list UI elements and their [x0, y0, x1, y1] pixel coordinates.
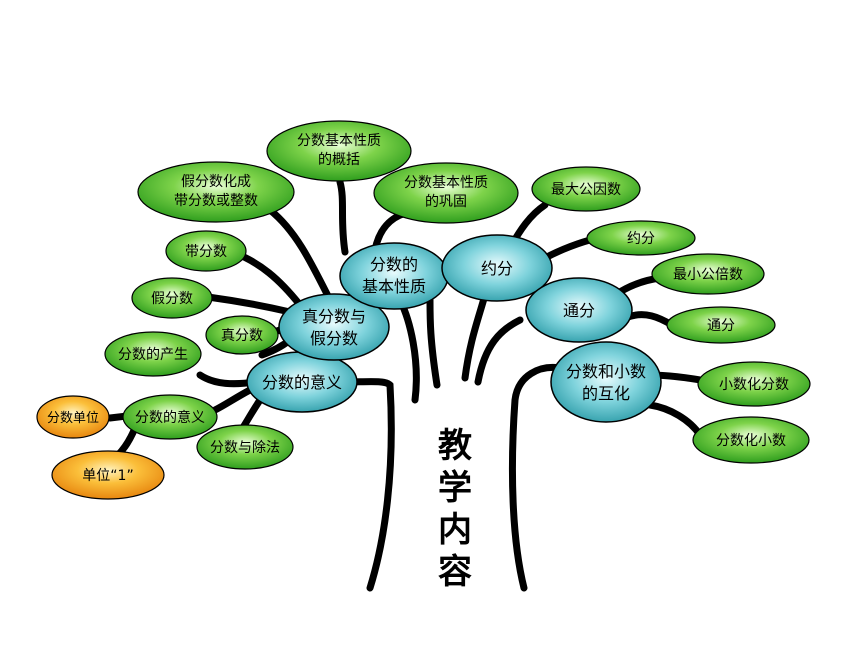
label-meaning-sub: 分数的意义 [135, 409, 205, 426]
leaf-frac-to-dec [692, 416, 810, 464]
label-meaning: 分数的意义 [262, 373, 342, 392]
label-property-consolidate-1: 分数基本性质 [404, 174, 488, 191]
label-improper: 假分数 [151, 291, 193, 307]
label-division: 分数与除法 [210, 440, 280, 456]
leaf-improper [131, 277, 213, 319]
leaf-unit-one [51, 450, 165, 500]
label-basic-property-2: 基本性质 [362, 277, 426, 296]
label-fraction-decimal-1: 分数和小数 [566, 362, 646, 381]
leaf-gcd [531, 166, 641, 212]
leaf-mixed [165, 230, 247, 272]
leaf-reduce [586, 220, 696, 256]
label-frac-to-dec: 分数化小数 [716, 433, 786, 449]
leaf-origin [104, 331, 202, 377]
label-dec-to-frac: 小数化分数 [719, 377, 789, 393]
leaf-dec-to-frac [697, 361, 811, 407]
label-common-leaf: 通分 [707, 318, 735, 334]
label-property-consolidate-2: 的巩固 [425, 194, 467, 210]
label-lcm: 最小公倍数 [673, 267, 743, 283]
label-property-summary-2: 的概括 [318, 152, 360, 168]
label-reduce-leaf: 约分 [627, 231, 655, 247]
label-basic-property-1: 分数的 [370, 255, 418, 274]
leaf-nodes [104, 120, 811, 470]
leaf-common [666, 306, 776, 344]
main-nodes [246, 234, 662, 423]
node-common-denominator [525, 277, 633, 343]
leaf-property-summary [266, 120, 412, 182]
leaf-convert [137, 161, 295, 223]
label-origin: 分数的产生 [118, 347, 188, 363]
label-unit-one: 单位“1” [82, 468, 133, 484]
label-proper: 真分数 [221, 328, 263, 344]
label-convert-1: 假分数化成 [181, 174, 251, 190]
label-convert-2: 带分数或整数 [174, 193, 258, 209]
node-proper-improper [278, 293, 390, 361]
title-char-4: 容 [438, 552, 472, 592]
title-char-1: 教 [438, 426, 472, 466]
leaf-lcm [651, 253, 765, 295]
leaf-fraction-unit [36, 395, 110, 439]
node-reduce [441, 234, 553, 302]
label-proper-improper-1: 真分数与 [302, 307, 366, 326]
label-mixed: 带分数 [185, 244, 227, 260]
title-char-2: 学 [438, 468, 472, 508]
title-char-3: 内 [438, 510, 472, 550]
leaf-proper [205, 315, 279, 355]
node-basic-property [339, 242, 449, 310]
leaf-meaning-sub [122, 394, 218, 440]
label-fraction-unit: 分数单位 [47, 411, 99, 426]
label-common-denominator: 通分 [563, 301, 595, 320]
node-fraction-decimal [550, 341, 662, 423]
label-proper-improper-2: 假分数 [310, 329, 358, 348]
leaf-division [196, 424, 294, 470]
label-fraction-decimal-2: 的互化 [582, 384, 630, 403]
label-property-summary-1: 分数基本性质 [297, 132, 381, 149]
orange-leaves [36, 395, 165, 500]
label-reduce: 约分 [481, 259, 513, 278]
label-gcd: 最大公因数 [551, 182, 621, 198]
leaf-property-consolidate [373, 162, 519, 224]
